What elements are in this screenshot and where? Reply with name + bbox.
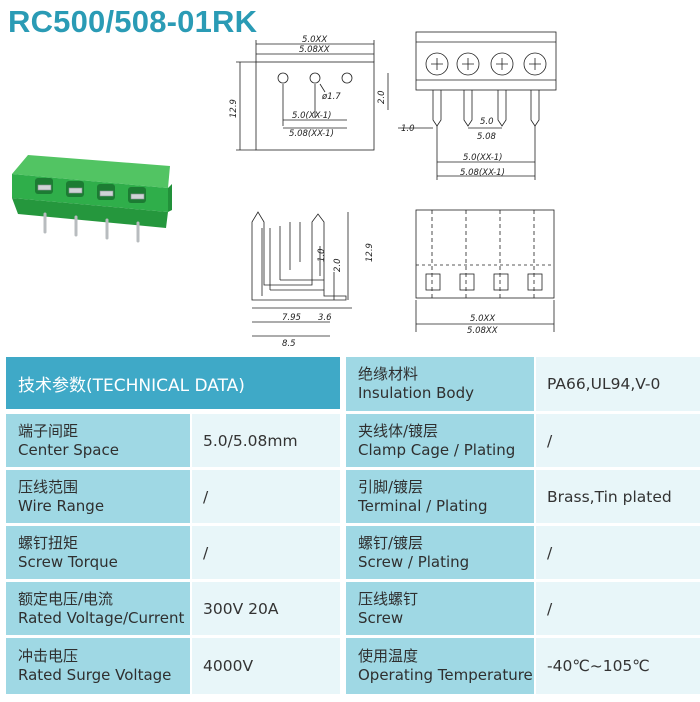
front-pitch-label: 5.0 <box>480 117 494 127</box>
side-base1-label: 7.95 <box>282 313 301 323</box>
spec-value: 5.0/5.08mm <box>192 414 340 467</box>
spec-label-cn: 压线范围 <box>18 477 79 496</box>
front-view-drawing <box>398 31 557 180</box>
spec-label-cn: 绝缘材料 <box>358 365 419 383</box>
top-height-label: 12.9 <box>229 99 239 118</box>
spec-label-en: Operating Temperature <box>358 666 533 684</box>
product-photo <box>12 155 172 243</box>
front-span-label: 5.0(XX-1) <box>463 153 503 163</box>
top-edge-label: 2.0 <box>377 90 387 104</box>
spec-label: 压线螺钉 Screw <box>346 582 534 635</box>
spec-value: PA66,UL94,V-0 <box>536 357 700 411</box>
spec-label-en: Terminal / Plating <box>358 496 488 515</box>
table-row: 使用温度 Operating Temperature -40℃~105℃ <box>0 638 700 694</box>
table-row: 额定电压/电流 Rated Voltage/Current 300V 20A <box>0 582 700 635</box>
spec-label-cn: 夹线体/镀层 <box>358 421 439 440</box>
table-row: 端子间距 Center Space 5.0/5.08mm <box>0 414 700 467</box>
spec-label: 引脚/镀层 Terminal / Plating <box>346 470 534 523</box>
spec-label-cn: 螺钉/镀层 <box>358 533 424 552</box>
spec-label-en: Screw Torque <box>18 552 118 571</box>
spec-label: 螺钉/镀层 Screw / Plating <box>346 526 534 579</box>
spec-label-en: Clamp Cage / Plating <box>358 440 516 459</box>
side-height-label: 12.9 <box>365 243 375 262</box>
spec-label: 额定电压/电流 Rated Voltage/Current <box>6 582 190 635</box>
technical-data-table: 技术参数(TECHNICAL DATA) 端子间距 Center Space 5… <box>0 357 700 702</box>
technical-drawings: 5.0XX 5.08XX ø1.7 5.0(XX-1) 5.08(XX-1) 1… <box>12 31 557 349</box>
bottom-view-drawing <box>415 209 555 332</box>
spec-label-cn: 冲击电压 <box>18 647 79 665</box>
spec-label: 压线范围 Wire Range <box>6 470 190 523</box>
spec-label-en: Rated Voltage/Current <box>18 608 185 627</box>
table-row: 引脚/镀层 Terminal / Plating Brass,Tin plate… <box>0 470 700 523</box>
front-span2-label: 5.08(XX-1) <box>460 168 505 178</box>
spec-value: / <box>536 414 700 467</box>
top-pitch2-label: 5.08(XX-1) <box>289 129 334 139</box>
spec-label-cn: 使用温度 <box>358 647 419 665</box>
spec-label: 端子间距 Center Space <box>6 414 190 467</box>
side-view-drawing <box>251 211 352 337</box>
product-title: RC500/508-01RK <box>8 4 258 39</box>
spec-label: 螺钉扭矩 Screw Torque <box>6 526 190 579</box>
table-row: 压线螺钉 Screw / <box>0 582 700 635</box>
spec-value: / <box>536 526 700 579</box>
spec-value: / <box>192 470 340 523</box>
spec-value: -40℃~105℃ <box>536 638 700 694</box>
bottom-width-label: 5.0XX <box>470 314 495 324</box>
spec-value: / <box>192 526 340 579</box>
table-row: 绝缘材料 Insulation Body PA66,UL94,V-0 <box>0 357 700 411</box>
spec-label-en: Rated Surge Voltage <box>18 666 172 684</box>
spec-label-en: Insulation Body <box>358 384 474 402</box>
spec-label: 冲击电压 Rated Surge Voltage <box>6 638 190 694</box>
spec-label-cn: 端子间距 <box>18 421 79 440</box>
spec-label-cn: 压线螺钉 <box>358 589 419 608</box>
side-d2-label: 2.0 <box>333 258 343 272</box>
pin-width-label: 1.0 <box>401 124 415 134</box>
top-pitch-label: 5.0(XX-1) <box>292 111 332 121</box>
spec-label-en: Screw / Plating <box>358 552 470 571</box>
spec-value: 300V 20A <box>192 582 340 635</box>
table-row: 螺钉/镀层 Screw / Plating / <box>0 526 700 579</box>
table-header-row: 技术参数(TECHNICAL DATA) <box>0 357 700 409</box>
spec-label-en: Center Space <box>18 440 119 459</box>
table-row: 冲击电压 Rated Surge Voltage 4000V <box>0 638 700 694</box>
spec-label-cn: 引脚/镀层 <box>358 477 424 496</box>
spec-value: / <box>536 582 700 635</box>
spec-label: 绝缘材料 Insulation Body <box>346 357 534 411</box>
table-header: 技术参数(TECHNICAL DATA) <box>6 357 340 409</box>
front-pitch2-label: 5.08 <box>477 132 497 142</box>
side-base2-label: 3.6 <box>318 313 332 323</box>
spec-label-cn: 额定电压/电流 <box>18 589 114 608</box>
table-row: 夹线体/镀层 Clamp Cage / Plating / <box>0 414 700 467</box>
table-row: 螺钉扭矩 Screw Torque / <box>0 526 700 579</box>
side-total-label: 8.5 <box>282 339 296 349</box>
spec-label: 使用温度 Operating Temperature <box>346 638 534 694</box>
table-row: 压线范围 Wire Range / <box>0 470 700 523</box>
top-view-drawing <box>236 40 389 151</box>
top-width2-label: 5.08XX <box>299 45 330 55</box>
spec-label-en: Screw <box>358 608 404 627</box>
bottom-width2-label: 5.08XX <box>467 326 498 336</box>
spec-value: Brass,Tin plated <box>536 470 700 523</box>
spec-label: 夹线体/镀层 Clamp Cage / Plating <box>346 414 534 467</box>
spec-label-cn: 螺钉扭矩 <box>18 533 79 552</box>
spec-label-en: Wire Range <box>18 496 105 515</box>
spec-value: 4000V <box>192 638 340 694</box>
hole-label: ø1.7 <box>321 92 341 102</box>
top-width-label: 5.0XX <box>302 35 327 45</box>
side-d1-label: 1.0 <box>317 248 327 262</box>
